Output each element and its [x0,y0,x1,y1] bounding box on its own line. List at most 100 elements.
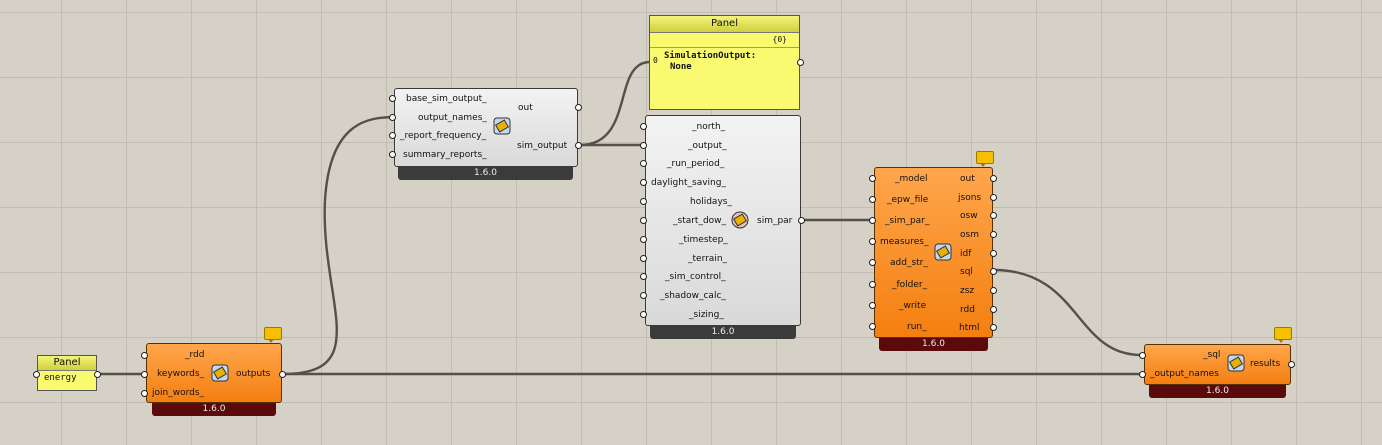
input-port[interactable] [389,132,396,139]
input-param: daylight_saving_ [651,178,726,188]
input-port[interactable] [869,196,876,203]
input-port[interactable] [640,236,647,243]
input-port[interactable] [869,217,876,224]
output-port[interactable] [798,217,805,224]
output-param: sql [960,267,973,277]
input-param: run_ [907,322,927,332]
output-port[interactable] [990,306,997,313]
input-port[interactable] [869,259,876,266]
run-simulation-component[interactable]: _model _epw_file _sim_par_ measures_ add… [874,167,993,338]
energy-panel-output-port[interactable] [94,371,101,378]
message-bubble-icon[interactable] [976,151,994,167]
input-port[interactable] [640,255,647,262]
input-port[interactable] [1139,371,1146,378]
output-port[interactable] [279,371,286,378]
input-port[interactable] [141,352,148,359]
input-param: output_names_ [418,113,487,123]
sim-output-panel[interactable]: Panel {0} 0 SimulationOutput: None [649,15,800,110]
output-param: osm [960,230,979,240]
input-param: _north_ [692,122,726,132]
input-port[interactable] [640,123,647,130]
honeybee-energy-icon [1227,354,1245,372]
output-param: results [1250,359,1281,369]
input-port[interactable] [640,160,647,167]
input-port[interactable] [389,95,396,102]
input-param: _sim_par_ [885,216,930,226]
input-param: _write [899,301,927,311]
energy-panel-content: energy [44,373,77,383]
input-port[interactable] [389,114,396,121]
input-port[interactable] [640,217,647,224]
input-port[interactable] [640,292,647,299]
honeybee-energy-icon [493,117,511,135]
input-port[interactable] [1139,352,1146,359]
input-param: _rdd [185,350,205,360]
input-port[interactable] [640,273,647,280]
version-bar: 1.6.0 [398,167,573,180]
input-param: measures_ [880,237,929,247]
message-bubble-icon[interactable] [1274,327,1292,343]
output-port[interactable] [990,268,997,275]
energy-panel-input-port[interactable] [33,371,40,378]
sim-output-component[interactable]: base_sim_output_ output_names_ _report_f… [394,88,578,167]
output-port[interactable] [1288,361,1295,368]
panel-output-port[interactable] [797,59,804,66]
input-port[interactable] [640,142,647,149]
input-param: base_sim_output_ [406,94,487,104]
input-port[interactable] [141,390,148,397]
panel-item-index: 0 [653,56,658,65]
input-param: keywords_ [157,369,205,379]
wire-sql-to-read [993,268,1142,357]
output-param: idf [960,249,972,259]
output-port[interactable] [575,104,582,111]
wire-keywords-to-output-names [282,115,393,376]
output-port[interactable] [990,250,997,257]
output-param: rdd [960,305,975,315]
panel-content-line: None [670,62,692,72]
output-port[interactable] [575,142,582,149]
input-port[interactable] [640,311,647,318]
input-port[interactable] [869,302,876,309]
input-port[interactable] [389,151,396,158]
output-port[interactable] [990,212,997,219]
input-param: summary_reports_ [403,150,487,160]
version-bar: 1.6.0 [879,338,988,351]
output-param: sim_par [757,216,793,226]
input-port[interactable] [640,179,647,186]
input-port[interactable] [869,323,876,330]
read-results-component[interactable]: _sql _output_names results [1144,344,1291,385]
output-param: zsz [960,286,975,296]
version-bar: 1.6.0 [1149,385,1286,398]
output-port[interactable] [990,287,997,294]
energy-panel[interactable]: Panel energy [37,355,97,391]
input-param: _model [895,174,928,184]
input-param: _sizing_ [689,310,724,320]
output-param: out [960,174,975,184]
input-port[interactable] [869,281,876,288]
input-port[interactable] [869,175,876,182]
output-param: html [959,323,980,333]
input-param: _sim_control_ [665,272,726,282]
energy-panel-title: Panel [38,356,96,371]
sim-par-component[interactable]: _north_ _output_ _run_period_ daylight_s… [645,115,801,326]
panel-path-divider [650,47,799,48]
output-port[interactable] [990,175,997,182]
input-param: add_str_ [890,258,928,268]
output-param: sim_output [517,141,568,151]
output-port[interactable] [990,194,997,201]
panel-content-line: SimulationOutput: [664,51,757,61]
input-param: _output_ [688,141,727,151]
input-port[interactable] [640,198,647,205]
input-param: _folder_ [892,280,928,290]
input-param: _output_names [1150,369,1219,379]
output-port[interactable] [990,324,997,331]
output-param: outputs [236,369,271,379]
input-param: _timestep_ [679,235,728,245]
input-port[interactable] [869,238,876,245]
output-port[interactable] [990,231,997,238]
output-param: jsons [958,193,982,203]
input-param: join_words_ [152,388,205,398]
input-port[interactable] [141,371,148,378]
message-bubble-icon[interactable] [264,327,282,343]
version-bar: 1.6.0 [152,403,276,416]
